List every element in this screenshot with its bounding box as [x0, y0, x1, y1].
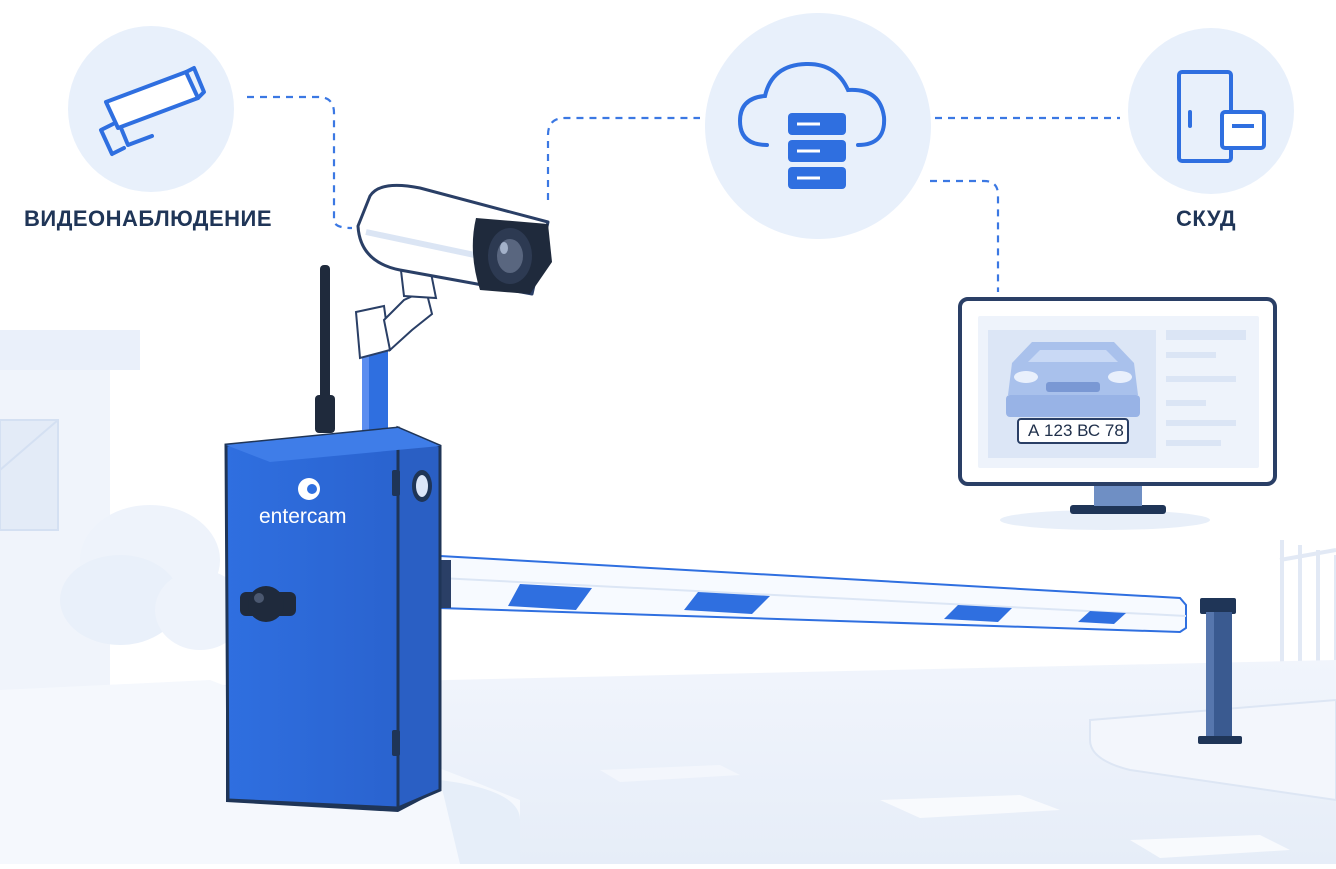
barrier-arm: [437, 554, 1187, 634]
video-surveillance-node: [68, 26, 234, 192]
camera-pole: [354, 260, 438, 432]
video-surveillance-label: ВИДЕОНАБЛЮДЕНИЕ: [24, 206, 272, 231]
door-access-icon: [1177, 70, 1266, 163]
barrier-support-post: [1198, 598, 1242, 744]
license-plate-number: А 123 ВС 78: [1028, 421, 1124, 440]
license-plate: [1017, 418, 1129, 444]
access-control-node: [1128, 28, 1294, 194]
cctv-camera-icon: [99, 66, 206, 156]
connection-lines: [247, 95, 1120, 292]
lock-knob: [240, 586, 296, 622]
car-icon: [1006, 342, 1140, 417]
antenna: [315, 265, 335, 433]
access-control-label: СКУД: [1176, 206, 1237, 231]
cloud-server-node: [705, 13, 931, 239]
cctv-camera: [356, 183, 552, 296]
license-plate-monitor: [958, 297, 1277, 530]
brand-name: entercam: [259, 505, 347, 528]
background-scenery: [0, 330, 1336, 864]
barrier-cabinet: [224, 425, 442, 812]
cloud-server-icon: [737, 61, 887, 189]
